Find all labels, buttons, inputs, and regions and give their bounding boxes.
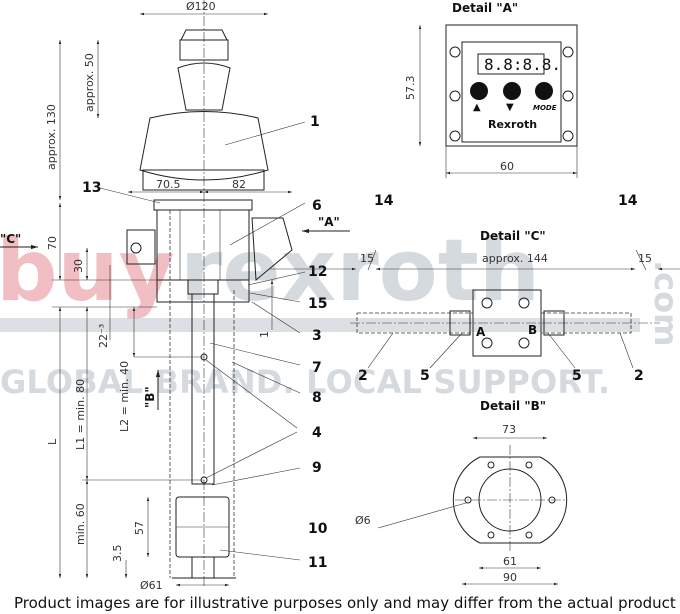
drawing-label: 8.8:8.8. <box>484 55 561 74</box>
drawing-label: 14 <box>618 193 638 209</box>
drawing-label: buy <box>0 221 175 321</box>
drawing-label: 1 <box>258 331 271 338</box>
drawing-label: Ø61 <box>140 579 163 592</box>
detail-a: Detail "A" 8.8:8.8. ▲ ▼ MODE Rexroth 57.… <box>404 1 578 178</box>
drawing-label: 15 <box>308 296 327 312</box>
drawing-label: 5 <box>572 368 582 384</box>
drawing-label: 30 <box>72 259 85 273</box>
drawing-label: 90 <box>503 571 517 584</box>
drawing-label: 6 <box>312 198 322 214</box>
drawing-label: MODE <box>533 104 557 112</box>
drawing-label: rexroth <box>180 221 540 321</box>
main-view: Ø120 approx. 130 approx. 50 70.5 82 70 3… <box>0 0 350 592</box>
down-button <box>503 82 521 100</box>
detail-b: Detail "B" 73 Ø6 61 90 <box>355 399 568 586</box>
drawing-label: "B" <box>143 386 157 408</box>
drawing-label: GLOBAL BRAND. LOCAL SUPPORT. <box>0 363 610 401</box>
mode-button <box>535 82 553 100</box>
drawing-label: 60 <box>500 160 514 173</box>
drawing-label: B <box>528 323 537 337</box>
drawing-label: 14 <box>374 193 394 209</box>
drawing-label: 11 <box>308 555 327 571</box>
drawing-label: 82 <box>232 178 246 191</box>
drawing-label: 7 <box>312 360 322 376</box>
drawing-label: 61 <box>503 555 517 568</box>
drawing-label: 3.5 <box>111 545 124 563</box>
drawing-label: 13 <box>82 180 101 196</box>
drawing-label: 12 <box>308 264 327 280</box>
drawing-label: L1 = min. 80 <box>74 379 87 450</box>
drawing-label: .com <box>647 260 680 346</box>
drawing-label: L <box>46 438 59 445</box>
drawing-label: ▲ <box>473 102 481 113</box>
detail-c: Detail "C" approx. 144 15 15 A B 14 14 2… <box>270 193 680 384</box>
drawing-label: Ø6 <box>355 514 371 527</box>
drawing-label: 57.3 <box>404 76 417 101</box>
drawing-label: 73 <box>502 423 516 436</box>
drawing-label: Detail "A" <box>452 1 518 15</box>
drawing-label: ▼ <box>506 102 514 113</box>
drawing-label: approx. 144 <box>482 252 548 265</box>
drawing-label: 8 <box>312 390 322 406</box>
drawing-label: 1 <box>310 114 320 130</box>
drawing-label: "A" <box>318 215 340 229</box>
drawing-label: L2 = min. 40 <box>118 361 131 432</box>
drawing-label: 15 <box>360 252 374 265</box>
drawing-label: Detail "B" <box>480 399 546 413</box>
drawing-label: 4 <box>312 425 322 441</box>
drawing-label: 2 <box>358 368 368 384</box>
drawing-label: 22⁻³ <box>97 324 110 348</box>
drawing-label: approx. 130 <box>45 104 58 170</box>
drawing-label: "C" <box>0 232 21 246</box>
drawing-label: min. 60 <box>74 503 87 545</box>
drawing-label: 3 <box>312 328 322 344</box>
drawing-label: approx. 50 <box>83 53 96 112</box>
drawing-label: 2 <box>634 368 644 384</box>
drawing-label: 70 <box>46 236 59 250</box>
drawing-label: 15 <box>638 252 652 265</box>
drawing-label: Detail "C" <box>480 229 546 243</box>
up-button <box>470 82 488 100</box>
drawing-label: Ø120 <box>186 0 216 13</box>
drawing-label: 70.5 <box>156 178 181 191</box>
drawing-label: A <box>476 325 486 339</box>
drawing-label: Rexroth <box>488 118 537 131</box>
drawing-label: 9 <box>312 460 322 476</box>
disclaimer: Product images are for illustrative purp… <box>14 594 676 612</box>
drawing-label: 10 <box>308 521 328 537</box>
drawing-label: 57 <box>133 521 146 535</box>
drawing-label: 5 <box>420 368 430 384</box>
watermark: buy rexroth GLOBAL BRAND. LOCAL SUPPORT.… <box>0 221 680 401</box>
